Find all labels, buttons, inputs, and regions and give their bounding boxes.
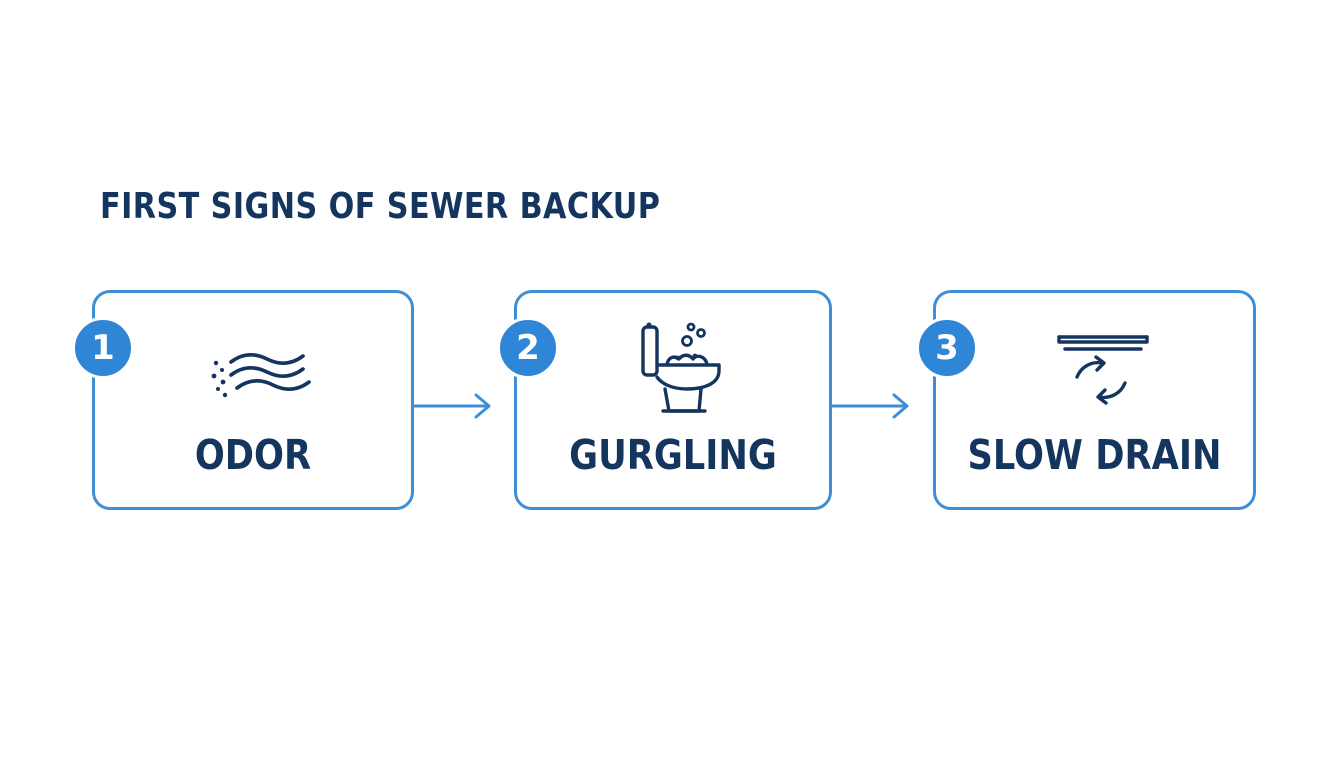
step-card-gurgling: GURGLING <box>514 290 832 510</box>
step-number-badge: 2 <box>497 317 559 379</box>
arrow-right-icon <box>831 393 909 419</box>
step-number-badge: 1 <box>72 317 134 379</box>
step-card-slow-drain: SLOW DRAIN <box>933 290 1256 510</box>
arrow-right-icon <box>413 393 491 419</box>
toilet-bubbles-icon <box>641 322 721 413</box>
odor-waves-icon <box>211 353 311 398</box>
step-label: GURGLING <box>569 431 777 479</box>
step-number-badge: 3 <box>916 317 978 379</box>
step-label: ODOR <box>194 431 312 479</box>
diagram-title: FIRST SIGNS OF SEWER BACKUP <box>100 186 661 227</box>
drain-cycle-icon <box>1057 335 1149 405</box>
step-label: SLOW DRAIN <box>967 431 1222 479</box>
step-card-odor: ODOR <box>92 290 414 510</box>
